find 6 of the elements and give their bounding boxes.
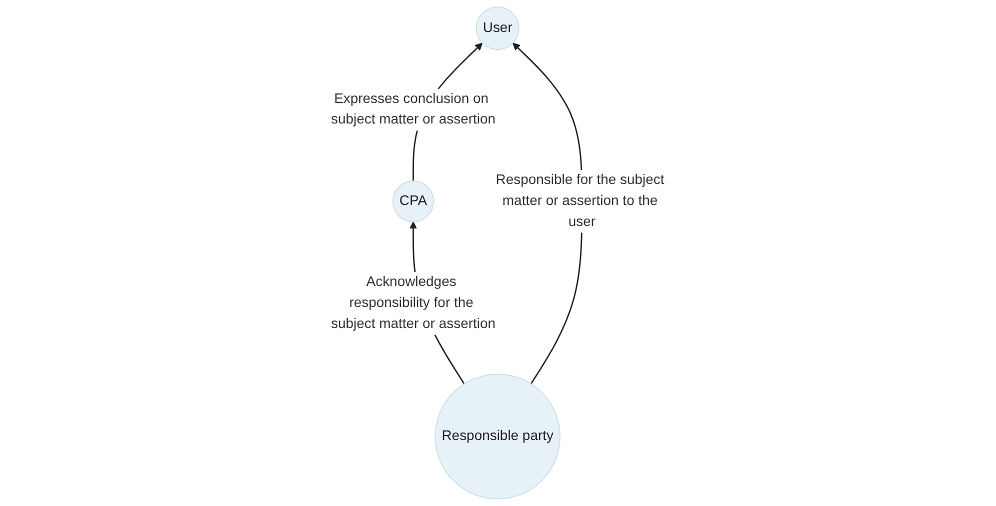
edge-label: Acknowledges responsibility for the subject matter or assertion — [331, 274, 496, 332]
node-circle: CPA — [392, 180, 434, 222]
node-circle: Responsible party — [435, 374, 561, 500]
edge-label: Responsible for the subject matter or assertion to the user — [496, 172, 665, 230]
node-circle: User — [476, 6, 520, 50]
edge-label: Expresses conclusion on subject matter or assertion — [331, 91, 496, 128]
